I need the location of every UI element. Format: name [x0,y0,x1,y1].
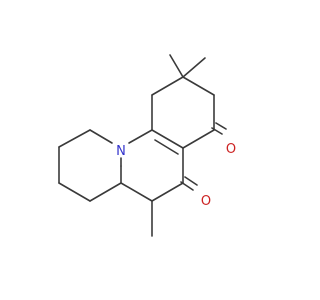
bond [180,181,194,191]
bond [151,129,184,149]
molecule-canvas: N O O [58,54,236,237]
oxygen-atom-label: O [201,194,211,209]
bond [151,76,184,96]
bond [120,182,153,202]
structure-diagram: N O O [58,54,236,237]
nitrogen-atom-label: N [116,144,126,159]
oxygen-atom-label: O [226,142,236,157]
bond [169,54,184,78]
bond [89,182,122,202]
bond [211,127,223,135]
bond [182,76,215,96]
bond [58,129,91,148]
bond [89,129,113,144]
bond [58,182,91,202]
bond [182,129,215,149]
bond [128,129,153,144]
bond [151,182,184,202]
bond [184,176,198,186]
bond [154,139,179,155]
bond [182,57,206,78]
bond [215,122,227,130]
